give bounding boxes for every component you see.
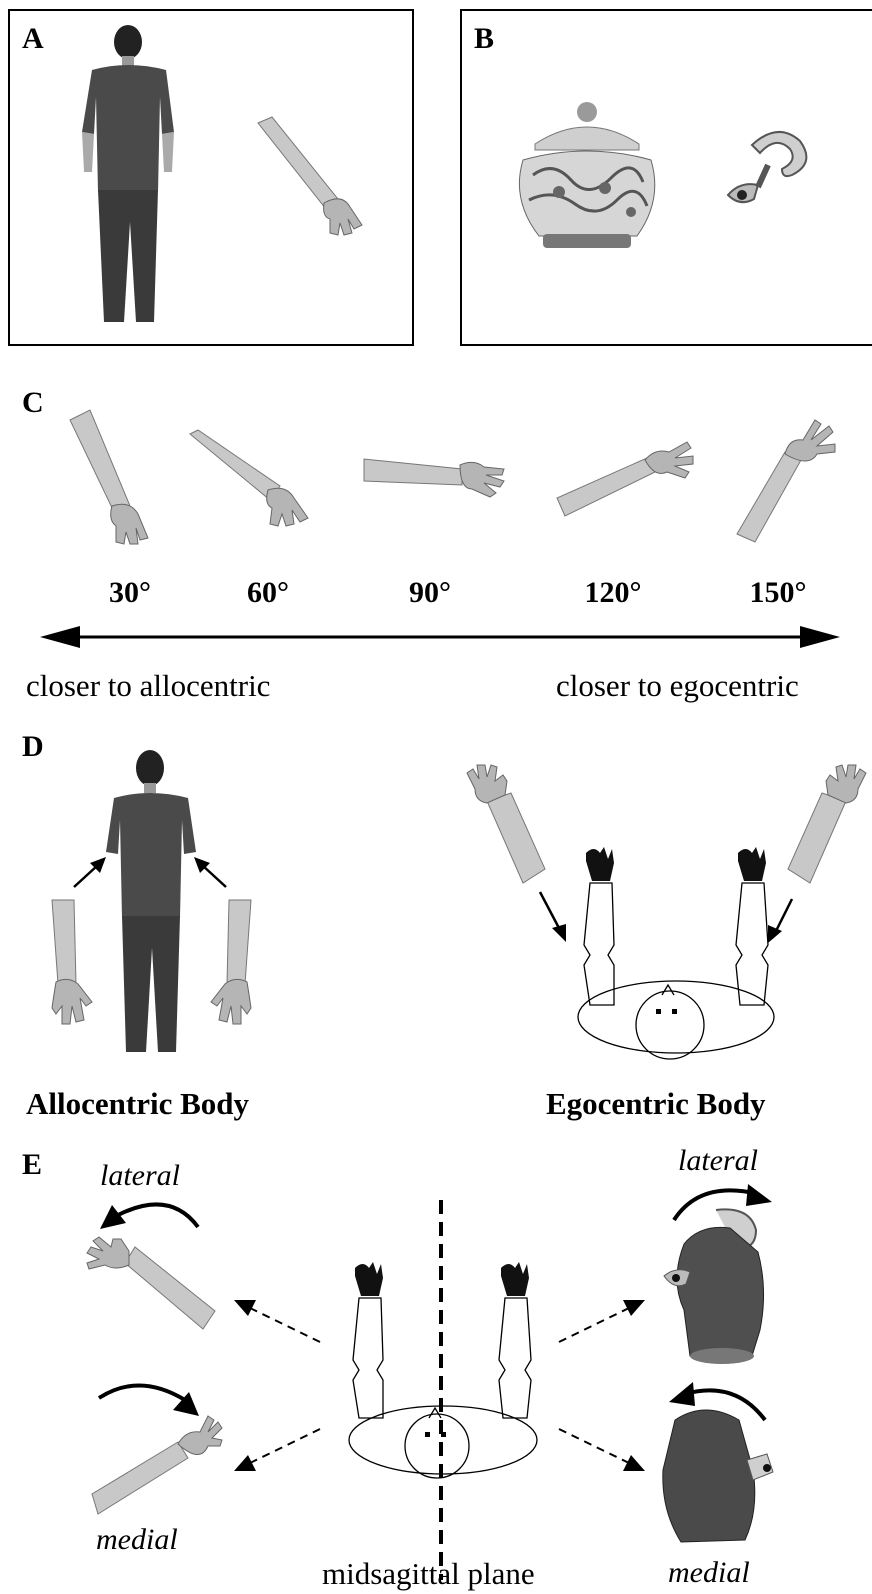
dashed-arrow-upper-right: [555, 1298, 650, 1348]
arm-90-degrees: [362, 455, 507, 505]
dashed-arrow-lower-left: [230, 1425, 325, 1475]
panel-c-label: C: [22, 388, 44, 418]
dashed-arrow-upper-left: [230, 1298, 325, 1348]
label-lateral-left: lateral: [100, 1160, 180, 1192]
angle-label-30: 30°: [80, 578, 180, 608]
arm-60-degrees: [188, 428, 318, 528]
label-lateral-right: lateral: [678, 1145, 758, 1177]
angle-label-60: 60°: [218, 578, 318, 608]
arrow-to-right-egocentric-arm: [762, 895, 798, 945]
arm-120-degrees: [555, 438, 695, 523]
standing-person-back-view: [70, 22, 190, 332]
hand-grasping-handle-lateral: [660, 1180, 780, 1365]
dashed-arrow-lower-right: [555, 1425, 650, 1475]
arrow-to-left-egocentric-arm: [536, 888, 572, 944]
arm-left-side-allocentric: [48, 898, 98, 1028]
arrow-to-left-shoulder: [70, 855, 110, 891]
panel-e-label: E: [22, 1150, 42, 1180]
caption-closer-to-egocentric: closer to egocentric: [556, 669, 799, 703]
egocentric-body-outline: [570, 855, 780, 1065]
arm-upper-right-egocentric: [778, 765, 868, 890]
arm-right-side-allocentric: [205, 898, 255, 1028]
arm-upper-left-egocentric: [465, 765, 555, 890]
arm-stimulus-a: [250, 115, 370, 240]
arm-rotated-lateral-left: [85, 1235, 220, 1335]
angle-label-90: 90°: [380, 578, 480, 608]
jar-handle-object: [718, 125, 813, 210]
caption-closer-to-allocentric: closer to allocentric: [26, 669, 270, 703]
label-medial-right: medial: [668, 1557, 750, 1589]
panel-d-label: D: [22, 732, 44, 762]
panel-b-label: B: [474, 24, 494, 54]
hand-grasping-handle-medial: [655, 1380, 780, 1570]
midsagittal-body-outline: [345, 1200, 545, 1580]
arm-rotated-medial-left: [88, 1412, 223, 1522]
panel-a-label: A: [22, 24, 44, 54]
arm-150-degrees: [735, 416, 840, 546]
arm-30-degrees: [68, 408, 158, 548]
allocentric-body-label: Allocentric Body: [26, 1087, 249, 1121]
double-headed-arrow: [40, 622, 840, 652]
decorated-jar-object: [513, 100, 663, 255]
angle-label-150: 150°: [728, 578, 828, 608]
angle-label-120: 120°: [563, 578, 663, 608]
egocentric-body-label: Egocentric Body: [546, 1087, 766, 1121]
arrow-to-right-shoulder: [190, 855, 230, 891]
allocentric-body-figure: [100, 748, 205, 1058]
label-medial-left: medial: [96, 1524, 178, 1556]
caption-midsagittal-plane: midsagittal plane: [322, 1557, 535, 1591]
